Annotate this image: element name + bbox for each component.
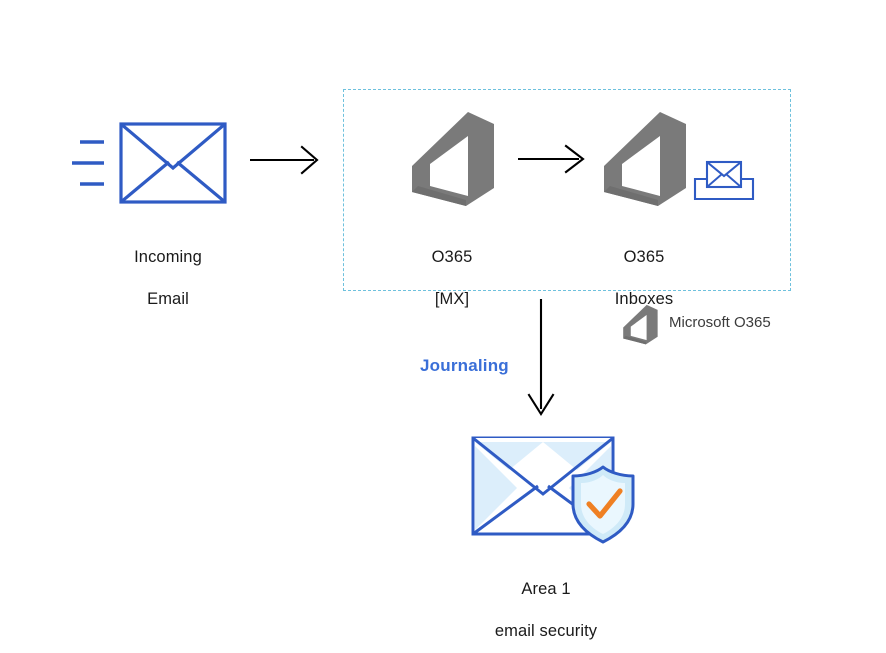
label-line-1: Area 1 [521, 580, 571, 598]
office365-icon [412, 112, 494, 206]
node-o365-mx [406, 110, 498, 210]
inbox-tray-icon-wrapper [693, 157, 755, 203]
label-line-2: Email [147, 290, 189, 308]
node-o365-mx-label: O365 [MX] [372, 226, 532, 331]
label-line-1: Incoming [134, 248, 202, 266]
label-line-1: O365 [431, 248, 473, 266]
office365-icon [604, 112, 686, 206]
arrow-right-icon [250, 145, 319, 175]
node-o365-inboxes [598, 110, 690, 210]
microsoft-o365-boundary [343, 89, 791, 291]
office365-icon [623, 304, 658, 345]
arrow-down-icon [527, 299, 555, 416]
node-area1-email-security-label: Area 1 email security [466, 558, 626, 653]
legend-item-microsoft-o365 [620, 304, 660, 346]
inbox-tray-icon [693, 160, 755, 201]
arrow-right-icon [518, 144, 585, 174]
node-area1-email-security [469, 432, 635, 544]
node-o365-inboxes-label: O365 Inboxes [564, 226, 724, 331]
envelope-icon [72, 122, 227, 204]
edge-inboxes-to-area1 [521, 297, 561, 419]
node-incoming-email [72, 118, 232, 208]
label-line-2: email security [494, 622, 598, 640]
edge-label-journaling: Journaling [420, 356, 509, 375]
legend-item-microsoft-o365-label: Microsoft O365 [669, 314, 771, 331]
node-incoming-email-label: Incoming Email [88, 226, 248, 331]
label-line-2: [MX] [434, 290, 470, 308]
edge-mx-to-inboxes [516, 141, 592, 177]
label-line-2: Inboxes [614, 290, 674, 308]
shielded-envelope-icon [471, 436, 635, 544]
label-line-1: O365 [623, 248, 665, 266]
edge-incoming-to-mx [248, 142, 324, 178]
